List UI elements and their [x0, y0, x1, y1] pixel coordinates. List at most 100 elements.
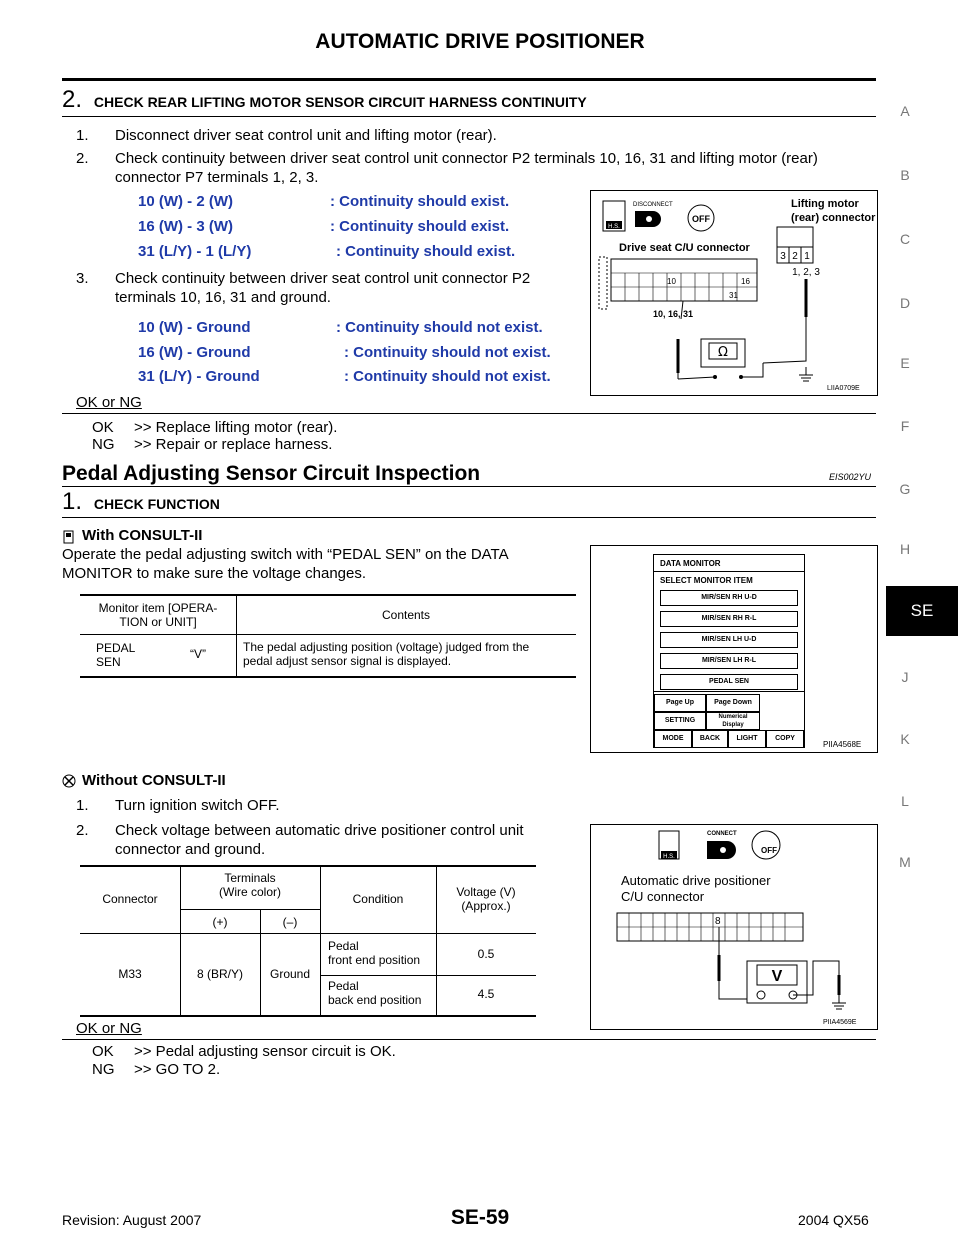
- section-rule: [62, 486, 876, 487]
- with-consult-text: Operate the pedal adjusting switch with …: [62, 546, 509, 563]
- step1-number: 1.: [62, 488, 83, 515]
- wo-item2: 2. Check voltage between automatic drive…: [76, 821, 524, 841]
- connect-icon: [707, 841, 736, 859]
- pin-1: 1: [804, 251, 810, 262]
- continuity-pair: 10 (W) - 2 (W): [138, 193, 233, 210]
- step2-ng: NG >> Repair or replace harness.: [92, 435, 332, 455]
- step1-title: CHECK FUNCTION: [93, 496, 220, 512]
- td-voltage-front: 0.5: [477, 947, 495, 961]
- table-cell-desc: The pedal adjusting position (voltage) j…: [243, 640, 530, 668]
- td-plus: 8 (BR/Y): [196, 967, 243, 981]
- continuity-result: : Continuity should exist.: [330, 218, 510, 235]
- with-consult-text-2: MONITOR to make sure the voltage changes…: [62, 565, 367, 582]
- side-tab-k[interactable]: K: [900, 731, 910, 747]
- wo-item2-cont: connector and ground.: [115, 841, 266, 858]
- consult-data-monitor-figure: DATA MONITOR SELECT MONITOR ITEM MIR/SEN…: [590, 545, 878, 753]
- drive-seat-connector-label: Drive seat C/U connector: [619, 242, 751, 254]
- section-code: EIS002YU: [829, 472, 872, 482]
- item-text: Check voltage between automatic drive po…: [115, 822, 524, 839]
- cell-10: 10: [667, 277, 676, 286]
- screen-select: SELECT MONITOR ITEM: [660, 576, 753, 585]
- consult-screen: DATA MONITOR SELECT MONITOR ITEM MIR/SEN…: [653, 554, 805, 748]
- table-header-contents: Contents: [381, 608, 431, 622]
- step2-item2-cont: connector P7 terminals 1, 2, 3.: [115, 169, 319, 186]
- volt-icon: V: [772, 968, 783, 985]
- td-connector: M33: [118, 967, 142, 981]
- side-tab-h[interactable]: H: [899, 541, 911, 557]
- light-button[interactable]: LIGHT: [728, 730, 766, 748]
- connect-label: CONNECT: [707, 831, 737, 837]
- ng-text: >> GO TO 2.: [134, 1061, 221, 1078]
- svg-text:OFF: OFF: [692, 214, 710, 224]
- item-text: Disconnect driver seat control unit and …: [115, 127, 497, 144]
- svg-text:H.S.: H.S.: [608, 224, 620, 230]
- side-tab-c[interactable]: C: [899, 231, 911, 247]
- ng-label: NG: [92, 436, 115, 453]
- wiring-diagram: H.S. DISCONNECT OFF Lifting motor (rear)…: [598, 198, 876, 392]
- mode-button[interactable]: MODE: [654, 730, 692, 748]
- figure-code: PIIA4569E: [823, 1019, 857, 1026]
- ok-label: OK: [92, 419, 114, 436]
- monitor-item-button[interactable]: MIR/SEN RH U-D: [660, 590, 798, 606]
- ground-symbol: [799, 367, 813, 382]
- th-voltage: Voltage (V) (Approx.): [456, 885, 516, 913]
- connector-label-2: C/U connector: [621, 889, 705, 904]
- side-tab-l[interactable]: L: [901, 793, 909, 809]
- footer-revision: Revision: August 2007: [62, 1212, 202, 1228]
- lifting-motor-continuity-diagram: H.S. DISCONNECT OFF Lifting motor (rear)…: [590, 190, 878, 396]
- numerical-display-button[interactable]: Numerical Display: [706, 712, 760, 730]
- wo-item1: 1. Turn ignition switch OFF.: [76, 796, 280, 816]
- td-minus: Ground: [269, 967, 311, 981]
- side-tab-g[interactable]: G: [899, 481, 911, 497]
- back-button[interactable]: BACK: [692, 730, 728, 748]
- step1-heading: 1. CHECK FUNCTION: [62, 488, 220, 516]
- no-consult-icon: [62, 774, 76, 788]
- continuity-pair: 31 (L/Y) - 1 (L/Y): [138, 243, 252, 260]
- without-consult-title: Without CONSULT-II: [82, 772, 226, 789]
- td-condition-front: Pedal front end position: [328, 939, 421, 967]
- side-tab-j[interactable]: J: [901, 669, 909, 685]
- th-terminals: Terminals (Wire color): [219, 871, 281, 899]
- side-tab-f[interactable]: F: [900, 418, 910, 434]
- table-cell-unit: “V”: [190, 647, 206, 661]
- figure-code: PIIA4568E: [823, 740, 862, 749]
- side-tab-se-active[interactable]: SE: [886, 586, 958, 636]
- item-number: 2.: [76, 822, 89, 839]
- ok-text: >> Replace lifting motor (rear).: [134, 419, 338, 436]
- ground-pair: 16 (W) - Ground: [138, 344, 251, 361]
- page-number: SE-59: [450, 1206, 510, 1229]
- monitor-item-button[interactable]: MIR/SEN RH R-L: [660, 611, 798, 627]
- side-tab-e[interactable]: E: [900, 355, 910, 371]
- cell-16: 16: [741, 277, 750, 286]
- setting-button[interactable]: SETTING: [654, 712, 706, 730]
- copy-button[interactable]: COPY: [766, 730, 804, 748]
- table-header-item: Monitor item [OPERA- TION or UNIT]: [98, 601, 218, 629]
- th-condition: Condition: [352, 892, 404, 906]
- step2-title: CHECK REAR LIFTING MOTOR SENSOR CIRCUIT …: [93, 94, 587, 110]
- ok-label: OK: [92, 1043, 114, 1060]
- side-tab-b[interactable]: B: [900, 167, 910, 183]
- side-tab-a[interactable]: A: [900, 103, 910, 119]
- monitor-item-button[interactable]: MIR/SEN LH U-D: [660, 632, 798, 648]
- ground-result: : Continuity should not exist.: [344, 368, 551, 385]
- ok-text: >> Pedal adjusting sensor circuit is OK.: [134, 1043, 396, 1060]
- ground-pair: 10 (W) - Ground: [138, 319, 251, 336]
- monitor-item-button-pedal-sen[interactable]: PEDAL SEN: [660, 674, 798, 690]
- drive-seat-connector: [610, 258, 758, 302]
- side-tab-m[interactable]: M: [899, 854, 911, 870]
- step2-item3-cont: terminals 10, 16, 31 and ground.: [115, 289, 331, 306]
- pin-2: 2: [792, 251, 798, 262]
- page-down-button[interactable]: Page Down: [706, 694, 760, 712]
- step1-rule: [62, 517, 876, 518]
- side-tab-d[interactable]: D: [899, 295, 911, 311]
- continuity-pair: 16 (W) - 3 (W): [138, 218, 233, 235]
- pin-3: 3: [780, 251, 786, 262]
- page-up-button[interactable]: Page Up: [654, 694, 706, 712]
- td-condition-back: Pedal back end position: [328, 979, 422, 1007]
- ground-result: : Continuity should not exist.: [336, 319, 543, 336]
- item-number: 3.: [76, 270, 89, 287]
- lifting-motor-connector: [776, 226, 814, 264]
- with-consult-title: With CONSULT-II: [82, 527, 203, 544]
- monitor-item-button[interactable]: MIR/SEN LH R-L: [660, 653, 798, 669]
- wiring-diagram: H.S. CONNECT OFF Automatic drive positio…: [616, 830, 857, 1026]
